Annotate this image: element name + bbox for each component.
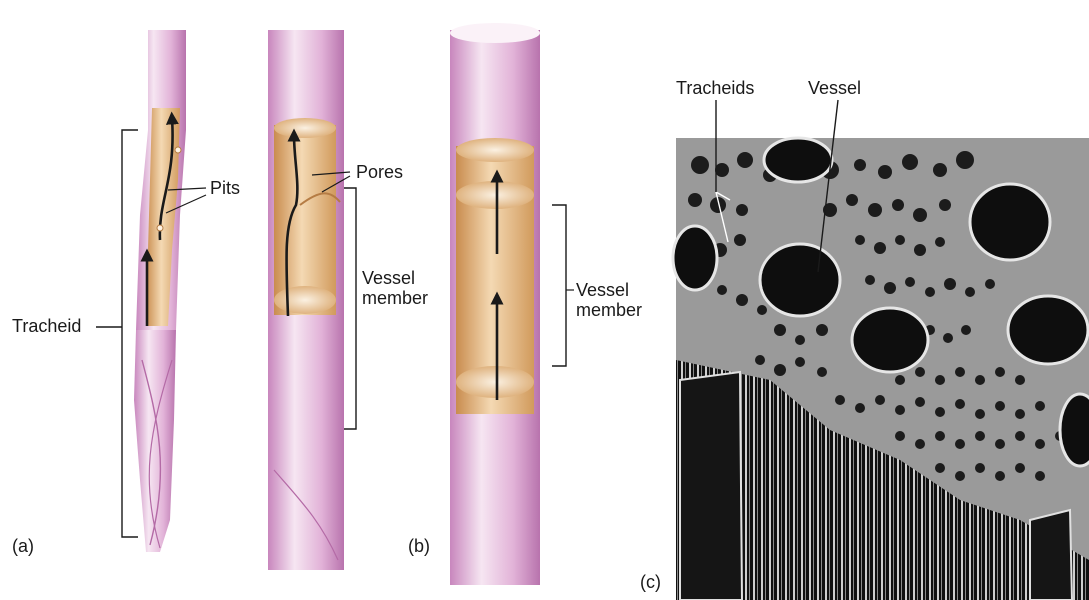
vessel-b-end-wall (456, 366, 534, 398)
vessel-member-cell-a (268, 30, 344, 570)
pit (157, 225, 163, 231)
vessel-lumen (760, 244, 840, 316)
vessel-lumen (673, 226, 717, 290)
vessel-lumen (764, 138, 832, 182)
vessel-member-label-a: Vessel member (362, 268, 452, 308)
pores-label: Pores (356, 162, 403, 182)
panel-a-letter: (a) (12, 536, 34, 556)
pits-label: Pits (210, 178, 240, 198)
tracheid-label: Tracheid (12, 316, 81, 336)
tracheid-cell (134, 30, 186, 552)
vessel-lumen (970, 184, 1050, 260)
longitudinal-vessel (680, 372, 742, 600)
vessel-member-label-b: Vessel member (576, 280, 666, 320)
vessel-b-top-cap (450, 23, 540, 43)
vessel-a-end-wall (274, 118, 336, 138)
vessel-lumen (1008, 296, 1088, 364)
longitudinal-vessel (1030, 510, 1072, 600)
panel-b-letter: (b) (408, 536, 430, 556)
tracheids-label: Tracheids (676, 78, 754, 98)
vessel-a-end-wall (274, 286, 336, 314)
vessel-label: Vessel (808, 78, 861, 98)
micrograph (673, 138, 1089, 600)
vessel-b-bracket (552, 205, 566, 366)
vessel-a-bracket (344, 188, 356, 429)
vessel-b-end-wall (456, 181, 534, 209)
vessel-lumen (852, 308, 928, 372)
pit (175, 147, 181, 153)
vessel-lumen (1060, 394, 1089, 466)
vessel-member-cell-b (450, 23, 540, 585)
vessel-b-end-wall (456, 138, 534, 162)
panel-c-letter: (c) (640, 572, 661, 592)
tracheid-bracket (122, 130, 138, 537)
tracheid-lower-wall (134, 330, 176, 552)
